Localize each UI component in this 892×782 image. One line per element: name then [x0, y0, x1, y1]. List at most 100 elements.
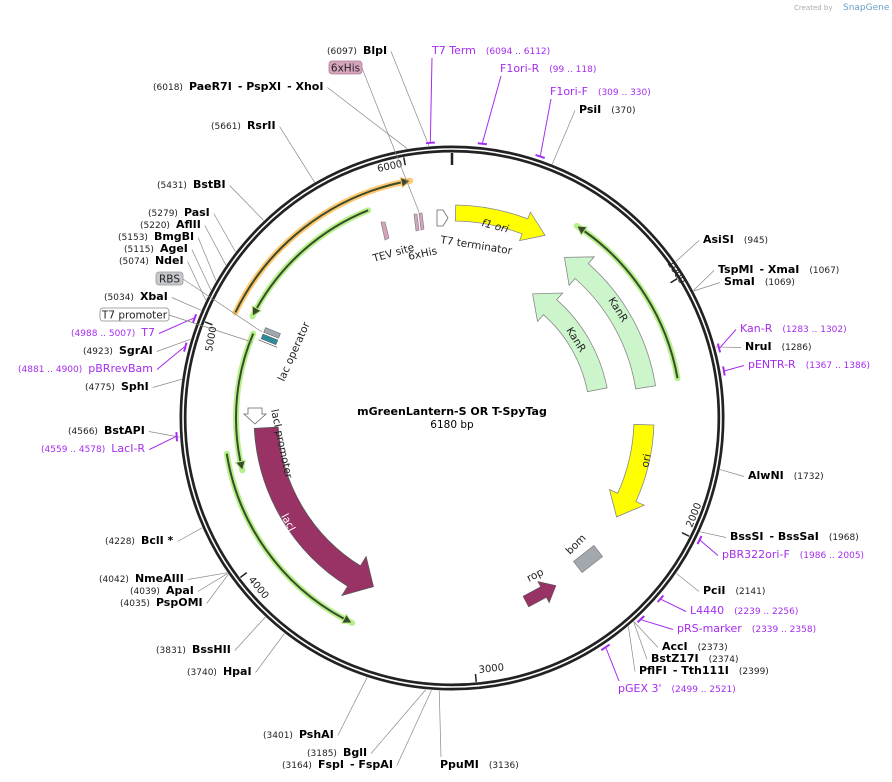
cds-arrow-orange[interactable] — [232, 176, 414, 316]
tick-mark — [670, 277, 678, 284]
feature-box-label[interactable]: 6xHis — [328, 60, 363, 75]
enzyme-name: - PspXI — [238, 80, 281, 93]
plasmid-length: 6180 bp — [430, 419, 474, 431]
primer-label[interactable]: F1ori-F(309 .. 330) — [550, 85, 651, 98]
cds-arrow-green-right[interactable] — [573, 222, 681, 382]
enzyme-label[interactable]: (5034)XbaI — [104, 290, 168, 303]
enzyme-position: (370) — [611, 106, 635, 116]
tick-mark — [474, 673, 477, 682]
enzyme-label[interactable]: PpuMI(3136) — [440, 758, 519, 771]
enzyme-name: TspMI — [718, 263, 754, 276]
primer-label[interactable]: pENTR-R(1367 .. 1386) — [748, 358, 870, 371]
enzyme-label[interactable]: (4039)ApaI — [130, 584, 194, 597]
enzyme-label[interactable]: PflFI- Tth111I(2399) — [639, 664, 769, 677]
cds-arrow-green-left-lower[interactable] — [223, 450, 356, 626]
cds-arrow-green-left-upper[interactable] — [233, 330, 257, 474]
primer-name: pGEX 3' — [618, 682, 662, 695]
enzyme-label[interactable]: (5220)AflII — [140, 218, 201, 231]
enzyme-position: (5279) — [148, 209, 178, 219]
primer-range: (2499 .. 2521) — [672, 685, 736, 695]
enzyme-name: - XmaI — [760, 263, 800, 276]
primer-name: F1ori-R — [500, 62, 540, 75]
feature-label-t7-terminator[interactable]: T7 terminator — [439, 234, 514, 257]
enzyme-label[interactable]: (5431)BstBI — [157, 178, 226, 191]
enzyme-label[interactable]: SmaI(1069) — [724, 275, 795, 288]
primer-label[interactable]: F1ori-R(99 .. 118) — [500, 62, 596, 75]
enzyme-label[interactable]: (3401)PshAI — [263, 728, 334, 741]
feature-label-lac-operator[interactable]: lac operator — [276, 320, 313, 384]
primer-label[interactable]: (4881 .. 4900)pBRrevBam — [18, 362, 153, 375]
primer-label[interactable]: pGEX 3' (2499 .. 2521) — [618, 682, 736, 695]
enzyme-label[interactable]: (6097)BlpI — [327, 44, 387, 57]
enzyme-name: SphI — [121, 380, 149, 393]
primer-label[interactable]: L4440(2239 .. 2256) — [690, 604, 798, 617]
rop-arrow[interactable] — [520, 575, 561, 612]
enzyme-name: SgrAI — [119, 344, 153, 357]
enzyme-label[interactable]: (3185)BglI — [307, 746, 367, 759]
enzyme-position: (4035) — [120, 599, 150, 609]
enzyme-label[interactable]: (6018)PaeR7I- PspXI- XhoI — [153, 80, 323, 93]
primer-label[interactable]: T7 Term(6094 .. 6112) — [431, 44, 550, 57]
enzyme-label[interactable]: AlwNI(1732) — [748, 469, 824, 482]
cds-arrow-green-top[interactable] — [249, 207, 372, 320]
primer-label[interactable]: (4559 .. 4578)LacI-R — [41, 442, 145, 455]
enzyme-label[interactable]: BstZ17I(2374) — [651, 652, 739, 665]
primer-label[interactable]: pBR322ori-F(1986 .. 2005) — [722, 548, 864, 561]
primer-label[interactable]: (4988 .. 5007)T7 — [71, 326, 155, 339]
enzyme-label[interactable]: (3831)BssHII — [156, 643, 231, 656]
enzyme-label[interactable]: (5661)RsrII — [211, 119, 276, 132]
enzyme-label[interactable]: (5074)NdeI — [119, 254, 184, 267]
primer-label[interactable]: pRS-marker(2339 .. 2358) — [677, 622, 816, 635]
enzyme-position: (6018) — [153, 83, 183, 93]
enzyme-label[interactable]: (4228)BclI * — [105, 534, 174, 547]
feature-label-6xhis[interactable]: 6xHis — [407, 245, 438, 263]
enzyme-label[interactable]: AccI(2373) — [662, 640, 728, 653]
backbone-gap — [182, 148, 722, 688]
enzyme-label[interactable]: PciI(2141) — [703, 584, 765, 597]
lac-operator-glyph[interactable] — [258, 327, 282, 348]
leader-line — [197, 573, 228, 592]
leader-line — [204, 225, 227, 266]
enzyme-label[interactable]: (4923)SgrAI — [83, 344, 153, 357]
enzyme-label[interactable]: (5279)PasI — [148, 206, 210, 219]
feature-arrow-lacI[interactable] — [253, 426, 374, 597]
enzyme-label[interactable]: PsiI(370) — [579, 103, 635, 116]
enzyme-name: ApaI — [166, 584, 194, 597]
enzyme-label[interactable]: (4035)PspOMI — [120, 596, 203, 609]
tick-mark — [204, 321, 213, 326]
feature-arrow-kanr-outer[interactable] — [563, 256, 656, 390]
enzyme-label[interactable]: BssSI- BssSaI(1968) — [730, 530, 859, 543]
enzyme-label[interactable]: (4775)SphI — [85, 380, 149, 393]
feature-arrow-ori[interactable] — [608, 423, 655, 518]
enzyme-label[interactable]: (4042)NmeAIII — [99, 572, 184, 585]
enzyme-name: PshAI — [299, 728, 334, 741]
primer-name: pBR322ori-F — [722, 548, 790, 561]
enzyme-label[interactable]: NruI(1286) — [745, 340, 812, 353]
primer-binding-mark — [175, 432, 178, 442]
feature-box-label[interactable]: T7 promoter — [99, 307, 170, 322]
primer-label[interactable]: Kan-R(1283 .. 1302) — [740, 322, 847, 335]
enzyme-label[interactable]: (3740)HpaI — [187, 665, 252, 678]
enzyme-label[interactable]: AsiSI(945) — [703, 233, 768, 246]
snapgene-logo: Created by SnapGene — [794, 3, 890, 13]
feature-arrow-kanr-inner[interactable] — [532, 292, 608, 393]
bom-glyph[interactable] — [573, 545, 603, 573]
lacI-promoter-glyph[interactable] — [242, 407, 268, 425]
feature-label-rop[interactable]: rop — [525, 566, 546, 585]
6xhis-glyph[interactable] — [413, 212, 425, 232]
feature-arrow-f1-ori[interactable] — [454, 204, 546, 242]
enzyme-label[interactable]: (5153)BmgBI — [118, 230, 194, 243]
enzyme-label[interactable]: (4566)BstAPI — [68, 424, 145, 437]
enzyme-name: HpaI — [223, 665, 252, 678]
primer-name: LacI-R — [111, 442, 145, 455]
enzyme-position: (1286) — [782, 343, 812, 353]
enzyme-label[interactable]: TspMI- XmaI(1067) — [718, 263, 839, 276]
feature-box-label[interactable]: RBS — [155, 271, 184, 286]
leader-line — [361, 67, 420, 213]
leader-line — [156, 338, 191, 352]
t7-terminator-glyph[interactable] — [436, 209, 449, 227]
feature-label-ori[interactable]: ori — [639, 453, 654, 469]
enzyme-label[interactable]: (5115)AgeI — [124, 242, 188, 255]
enzyme-label[interactable]: (3164)FspI- FspAI — [282, 758, 393, 771]
tev-site-glyph[interactable] — [380, 221, 390, 241]
